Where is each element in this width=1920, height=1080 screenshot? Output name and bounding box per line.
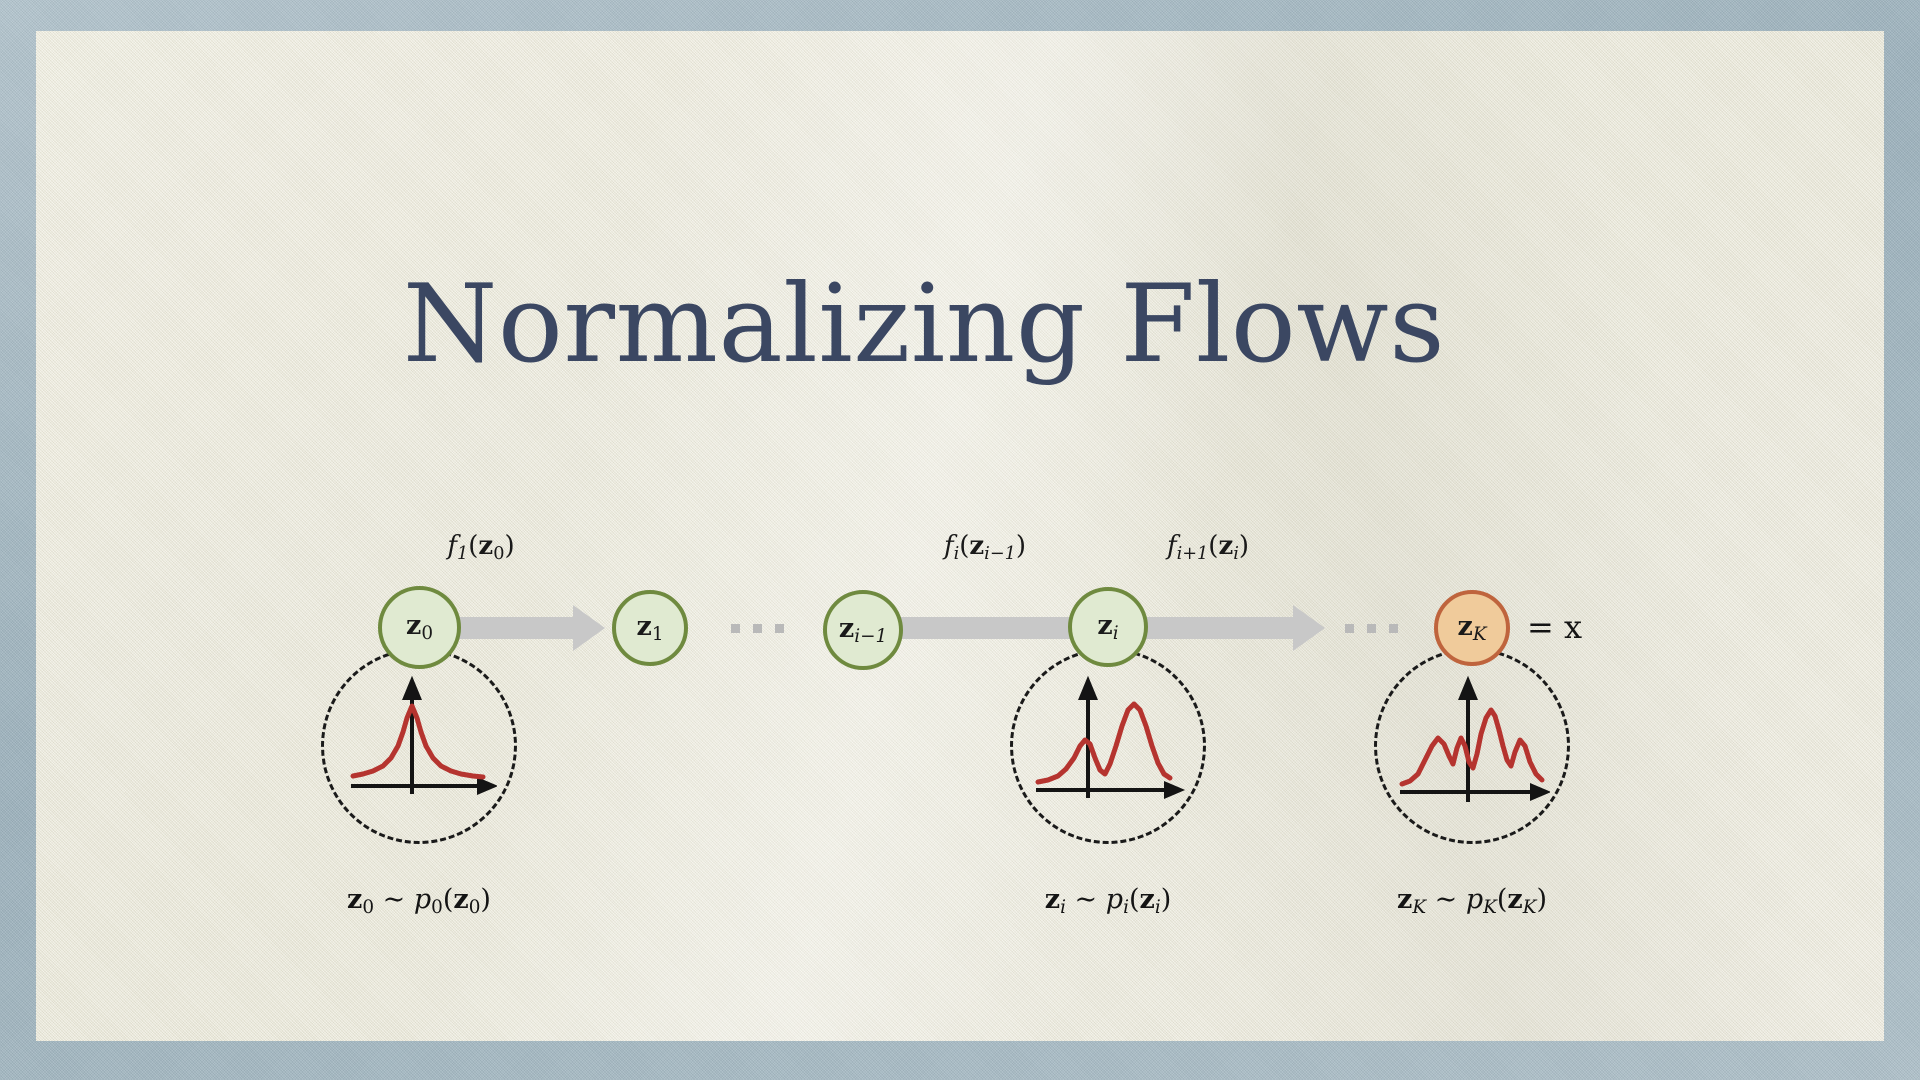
node-z0-label: z0 (405, 610, 434, 645)
density-curve-pK (1399, 707, 1545, 787)
node-zi-label: zi (1097, 609, 1119, 645)
slide-canvas (36, 31, 1884, 1041)
node-z1-label: z1 (636, 610, 664, 646)
density-curve-p0 (350, 703, 486, 780)
node-zK[interactable]: zK (1434, 590, 1510, 666)
normalizing-flow-diagram: z0 z1 zi−1 zi zK f1(z0) fi( (321, 531, 1583, 919)
distribution-plot-pK (1399, 675, 1550, 802)
ellipsis-dots-1 (731, 624, 784, 633)
distribution-plot-p0 (350, 675, 497, 796)
arrow-head (573, 605, 605, 651)
ellipsis-dot (753, 624, 762, 633)
arrow-body (1110, 617, 1293, 639)
node-zK-label: zK (1457, 610, 1487, 646)
node-z0[interactable]: z0 (378, 586, 461, 669)
density-curve-pi (1035, 701, 1173, 785)
function-label-fi1: fi+1(zi) (1166, 531, 1250, 564)
arrow-head (1293, 605, 1325, 651)
caption-p0: z0 ∼ p0(z0) (347, 884, 491, 919)
plot-axes-p0 (351, 675, 497, 796)
flow-arrow-3 (1110, 605, 1325, 651)
distribution-plot-pi (1035, 675, 1186, 800)
arrow-body (895, 617, 1078, 639)
ellipsis-dot (1389, 624, 1398, 633)
ellipsis-dots-2 (1345, 624, 1398, 633)
caption-pi: zi ∼ pi(zi) (1044, 884, 1172, 919)
ellipsis-dot (731, 624, 740, 633)
page-title: Normalizing Flows (402, 262, 1446, 387)
plot-axes-pi (1036, 675, 1186, 800)
ellipsis-dot (1345, 624, 1354, 633)
equals-x-label: = x (1527, 608, 1583, 646)
node-zi-1[interactable]: zi−1 (823, 590, 903, 670)
ellipsis-dot (775, 624, 784, 633)
caption-pK: zK ∼ pK(zK) (1396, 884, 1548, 919)
ellipsis-dot (1367, 624, 1376, 633)
node-zi[interactable]: zi (1068, 587, 1148, 667)
function-label-f1: f1(z0) (447, 531, 515, 564)
node-zi-1-label: zi−1 (838, 612, 888, 648)
function-label-fi: fi(zi−1) (943, 531, 1027, 564)
node-z1[interactable]: z1 (612, 590, 688, 666)
